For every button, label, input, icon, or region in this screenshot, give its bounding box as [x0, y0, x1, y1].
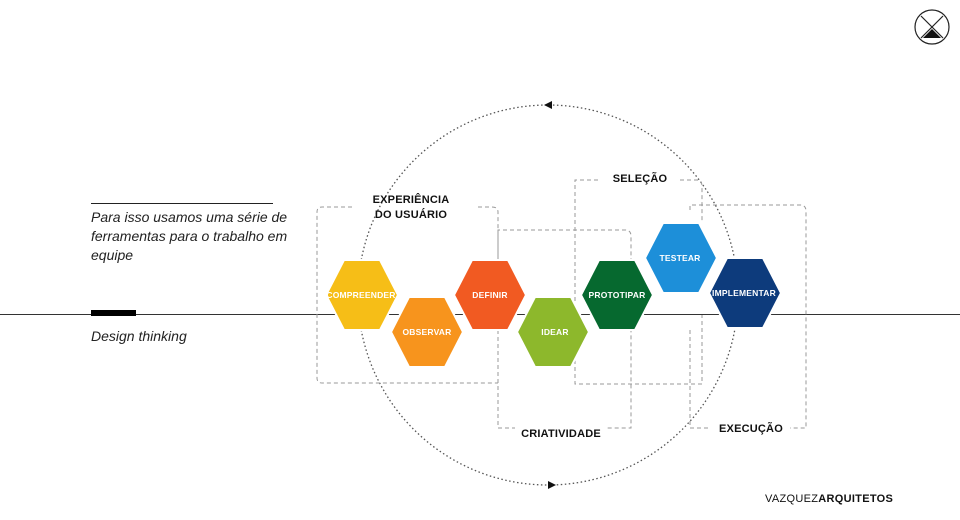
group-label-experiencia: EXPERIÊNCIA DO USUÁRIO [372, 194, 450, 221]
intro-text: Para isso usamos uma série de ferramenta… [91, 209, 288, 263]
hourglass-logo-icon [914, 9, 950, 45]
group-bracket-criatividade-left [497, 330, 515, 429]
step-label-compreender: COMPREENDER [326, 290, 396, 300]
section-marker-bar [91, 310, 136, 316]
step-label-observar: OBSERVAR [402, 327, 452, 337]
step-hexagon-prototipar [579, 259, 655, 331]
step-label-idear: IDEAR [541, 327, 569, 337]
group-bracket-execucao-left [689, 330, 708, 429]
intro-top-rule [91, 203, 273, 204]
step-label-definir: DEFINIR [472, 290, 508, 300]
cycle-arrow-bottom-icon [548, 481, 556, 489]
group-label-selecao: SELEÇÃO [612, 173, 668, 185]
step-hexagon-observar [389, 296, 465, 368]
group-bracket-selecao-right [680, 179, 703, 222]
step-label-implementar: IMPLEMENTAR [712, 288, 776, 298]
group-label-criatividade: CRIATIVIDADE [521, 428, 601, 440]
step-hexagon-testear [643, 222, 719, 294]
step-hexagon-idear [515, 296, 591, 368]
step-label-prototipar: PROTOTIPAR [588, 290, 646, 300]
group-bracket-execucao [689, 204, 807, 429]
section-title: Design thinking [91, 328, 187, 344]
step-hexagon-implementar [707, 257, 783, 329]
brand-part-bold: ARQUITETOS [818, 493, 894, 505]
group-bracket-criatividade [497, 229, 632, 429]
brand-part-regular: VAZQUEZ [765, 493, 819, 505]
group-bracket-experiencia-right [478, 206, 499, 260]
step-hexagon-definir [452, 259, 528, 331]
step-label-testear: TESTEAR [659, 253, 701, 263]
cycle-arrow-top-icon [544, 101, 552, 109]
group-bracket-selecao [574, 179, 703, 385]
step-hexagon-compreender [324, 259, 400, 331]
group-bracket-experiencia [316, 206, 498, 384]
group-label-execucao: EXECUÇÃO [719, 423, 783, 435]
brand-name: VAZQUEZARQUITETOS [765, 493, 893, 505]
